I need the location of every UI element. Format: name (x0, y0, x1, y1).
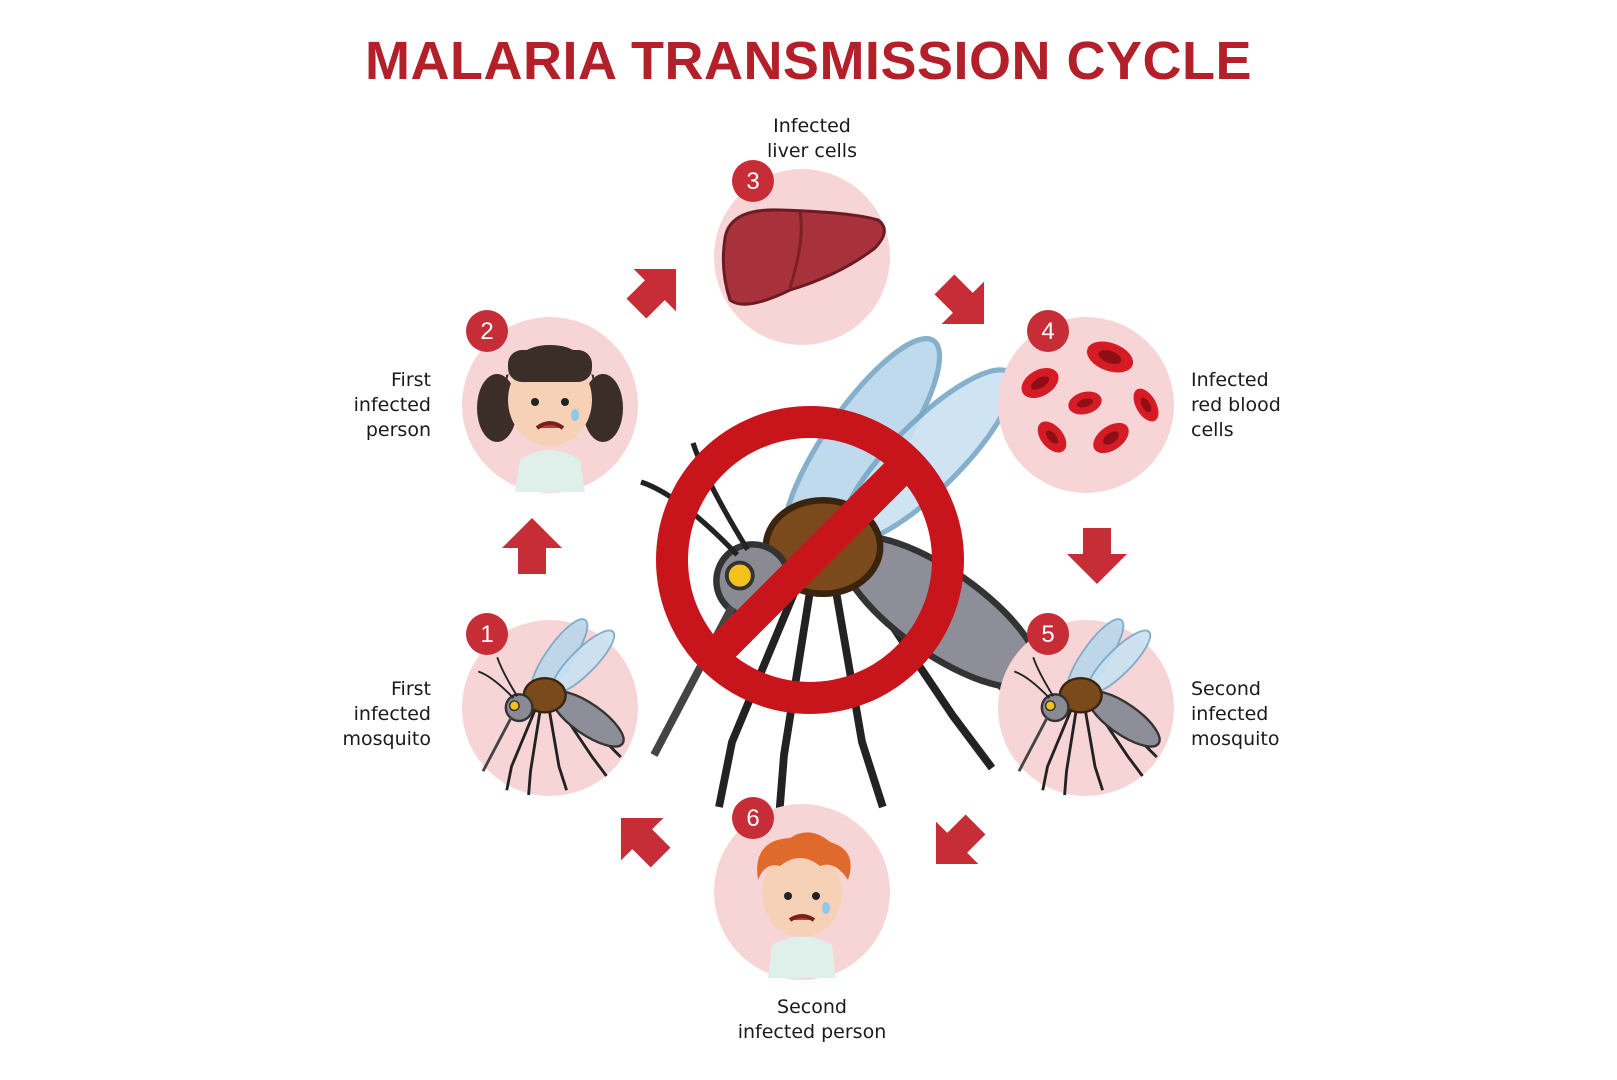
step-1-number: 1 (480, 621, 493, 648)
girl-icon (477, 345, 623, 492)
step-3-badge (732, 160, 774, 202)
liver-icon (721, 208, 886, 306)
step-3: 3 (714, 160, 890, 345)
boy-icon (757, 832, 851, 978)
step-1-badge (466, 613, 508, 655)
diagram-title: MALARIA TRANSMISSION CYCLE (365, 31, 1252, 91)
step-2-badge (466, 310, 508, 352)
step-4-number: 4 (1041, 318, 1054, 345)
step-1-label: First infected mosquito (342, 678, 432, 750)
step-1: 1 (462, 610, 638, 797)
step-5-label: Second infected mosquito (1191, 678, 1280, 750)
arrow-2-to-3 (615, 247, 698, 330)
step-4: 4 (998, 310, 1174, 493)
step-4-label: Infected red blood cells (1191, 369, 1281, 441)
step-4-badge (1027, 310, 1069, 352)
step-5: 5 (998, 610, 1174, 797)
arrow-4-to-5 (1067, 528, 1127, 584)
step-6-badge (732, 797, 774, 839)
arrow-6-to-1 (599, 796, 682, 879)
step-2-label: First infected person (353, 369, 431, 441)
step-6-label: Second infected person (737, 996, 887, 1043)
no-mosquito-icon (641, 320, 1060, 820)
arrow-5-to-6 (914, 803, 997, 886)
step-2-number: 2 (480, 318, 493, 345)
arrow-1-to-2 (502, 518, 562, 574)
step-5-number: 5 (1041, 621, 1054, 648)
step-6-number: 6 (746, 805, 759, 832)
step-3-label: Infected liver cells (767, 115, 857, 162)
step-2: 2 (462, 310, 638, 493)
step-6: 6 (714, 797, 890, 980)
step-3-number: 3 (746, 168, 759, 195)
step-5-badge (1027, 613, 1069, 655)
red-blood-cells-icon (1021, 341, 1159, 454)
arrow-3-to-4 (923, 263, 1006, 346)
